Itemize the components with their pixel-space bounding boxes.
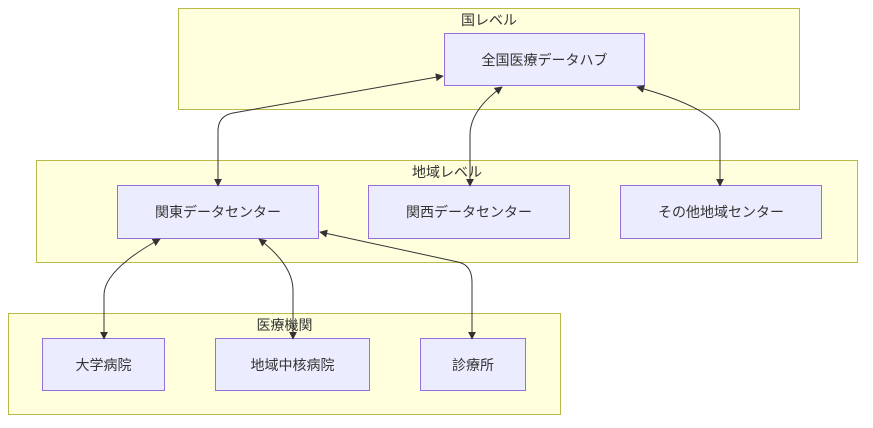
- node-clinic[interactable]: 診療所: [420, 338, 526, 391]
- node-other-center-label: その他地域センター: [658, 205, 784, 221]
- node-kansai-center-label: 関西データセンター: [406, 205, 532, 221]
- node-national-hub-label: 全国医療データハブ: [481, 52, 608, 69]
- node-other-center[interactable]: その他地域センター: [620, 185, 822, 239]
- group-institutions-label: 医療機関: [256, 318, 313, 334]
- node-clinic-label: 診療所: [452, 357, 494, 374]
- node-national-hub[interactable]: 全国医療データハブ: [444, 33, 645, 86]
- group-regional-label: 地域レベル: [412, 165, 482, 181]
- node-core-hospital[interactable]: 地域中核病院: [215, 338, 370, 391]
- node-core-hospital-label: 地域中核病院: [250, 357, 335, 374]
- node-university-hospital-label: 大学病院: [75, 357, 132, 374]
- node-kanto-center[interactable]: 関東データセンター: [117, 185, 319, 239]
- node-university-hospital[interactable]: 大学病院: [42, 338, 165, 391]
- node-kanto-center-label: 関東データセンター: [155, 205, 281, 221]
- group-national-label: 国レベル: [461, 13, 517, 29]
- node-kansai-center[interactable]: 関西データセンター: [368, 185, 570, 239]
